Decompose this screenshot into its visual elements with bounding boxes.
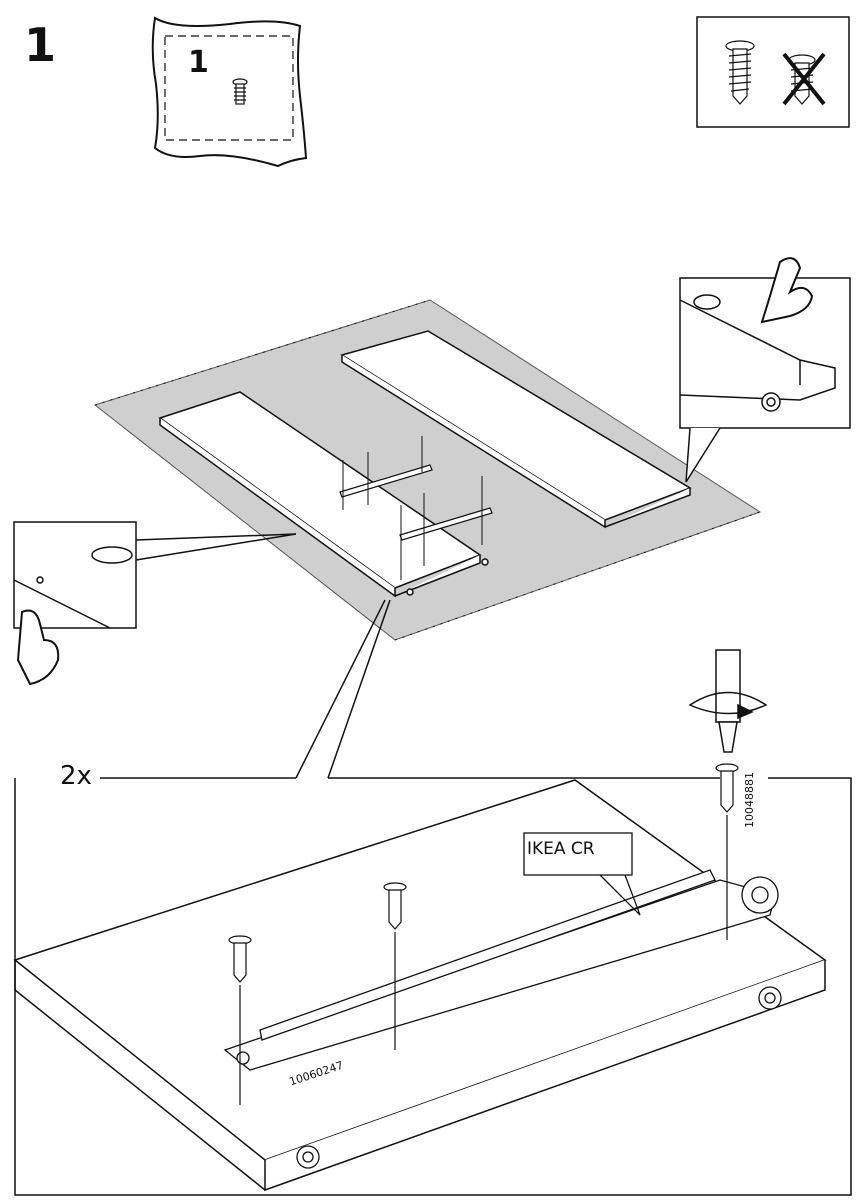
screw-icon	[725, 40, 755, 105]
screwdriver-icon	[688, 649, 768, 753]
detail-screws	[228, 763, 739, 1105]
parts-bag-label: 1	[188, 45, 209, 80]
crossed-screw-icon	[782, 52, 826, 106]
step-number: 1	[24, 18, 57, 72]
rail-label: IKEA CR	[527, 839, 595, 859]
parts-bag-icon	[151, 16, 308, 168]
left-edge-callout	[13, 521, 297, 629]
bag-screw-icon	[232, 78, 248, 105]
screw-notice-box	[696, 16, 850, 128]
wood-dowel	[296, 986, 782, 1169]
finger-icon	[16, 609, 60, 686]
detail-frame	[14, 599, 852, 1196]
quantity-multiplier: 2x	[56, 763, 96, 789]
left-side-panel	[158, 391, 489, 598]
right-edge-callout	[679, 277, 851, 483]
screw-part-number: 10048881	[743, 772, 756, 828]
finger-icon	[760, 257, 814, 324]
right-side-panel	[340, 330, 692, 529]
rail-label-box	[523, 832, 641, 916]
drawer-rails	[339, 464, 493, 541]
rail-screws	[342, 436, 483, 580]
